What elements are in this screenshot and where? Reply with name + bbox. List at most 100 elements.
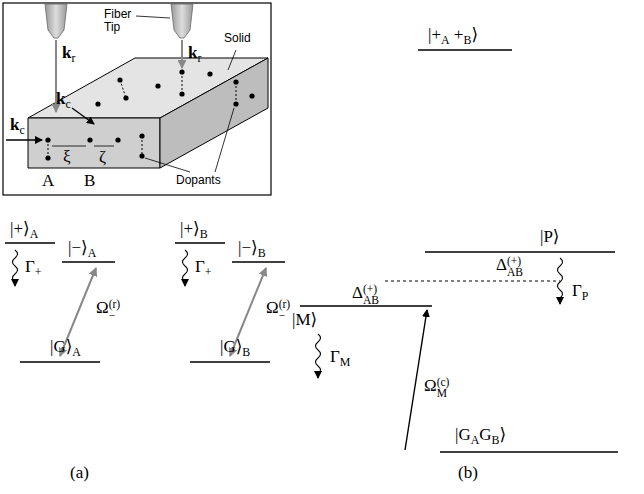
subscript: B bbox=[242, 345, 250, 359]
state-label: |G⟩B bbox=[220, 338, 250, 357]
symbol: |−⟩ bbox=[238, 238, 258, 257]
script-pair: (+)AB bbox=[363, 284, 379, 307]
symbol: Δ bbox=[352, 283, 363, 302]
superscript: (r) bbox=[279, 299, 291, 311]
script-pair: (r)− bbox=[279, 299, 291, 322]
subscript: r bbox=[71, 51, 75, 65]
fiber-tip bbox=[45, 4, 193, 38]
decay-label: Γ+ bbox=[25, 258, 42, 277]
wavevector-label: kr bbox=[188, 44, 201, 63]
symbol: Γ bbox=[330, 347, 340, 366]
symbol: Ω bbox=[266, 298, 279, 317]
state-label: |P⟩ bbox=[540, 228, 560, 247]
subscript: + bbox=[35, 265, 42, 279]
separation-marker bbox=[52, 146, 114, 147]
panel-label: (b) bbox=[458, 464, 478, 483]
site-label: B bbox=[84, 172, 95, 191]
script-pair: (+)AB bbox=[507, 256, 523, 279]
superscript: (+) bbox=[507, 256, 523, 268]
energy-level bbox=[5, 50, 618, 452]
subscript: B bbox=[492, 433, 500, 447]
rabi-label: Ω(r)− bbox=[266, 298, 290, 321]
subscript: + bbox=[205, 265, 212, 279]
leader-line bbox=[136, 16, 236, 172]
subscript: r bbox=[197, 51, 201, 65]
separation-label: ζ bbox=[99, 148, 106, 167]
state-label: |−⟩A bbox=[68, 239, 96, 258]
symbol: k bbox=[188, 43, 197, 62]
control-beam bbox=[6, 108, 94, 140]
decay-arrow bbox=[13, 250, 563, 378]
subscript: M bbox=[340, 355, 351, 369]
decay-label: ΓM bbox=[330, 348, 350, 367]
probe-beam bbox=[56, 40, 182, 112]
detuning-label: Δ(+)AB bbox=[496, 255, 523, 278]
superscript: (r) bbox=[109, 299, 121, 311]
subscript: c bbox=[65, 97, 70, 111]
subscript: A bbox=[471, 433, 480, 447]
subscript: B bbox=[200, 227, 208, 241]
site-label: A bbox=[42, 172, 54, 191]
detuning-label: Δ(+)AB bbox=[352, 283, 379, 306]
script-pair: (c)M bbox=[437, 377, 450, 400]
solid-block bbox=[28, 58, 268, 168]
subscript: M bbox=[437, 388, 450, 400]
symbol: ⟩ bbox=[500, 425, 507, 444]
dopant-link bbox=[48, 72, 236, 158]
symbol: Γ bbox=[572, 281, 582, 300]
panel-label: (a) bbox=[70, 464, 89, 483]
symbol: Γ bbox=[195, 257, 205, 276]
symbol: |G⟩ bbox=[50, 337, 72, 356]
symbol: ⟩ bbox=[471, 25, 478, 44]
dopant-label: Dopants bbox=[176, 174, 221, 187]
wavevector-label: kc bbox=[10, 116, 25, 135]
symbol: Γ bbox=[25, 257, 35, 276]
symbol: |G bbox=[455, 425, 471, 444]
decay-label: Γ+ bbox=[195, 258, 212, 277]
subscript: B bbox=[258, 246, 266, 260]
state-label: |GAGB⟩ bbox=[455, 426, 506, 445]
subscript: − bbox=[109, 310, 121, 322]
symbol: + bbox=[450, 25, 464, 44]
state-label: |−⟩B bbox=[238, 239, 266, 258]
subscript: A bbox=[30, 227, 39, 241]
subscript: c bbox=[19, 123, 24, 137]
symbol: G bbox=[479, 425, 491, 444]
wavevector-label: kc bbox=[56, 90, 71, 109]
state-label: |+A +B⟩ bbox=[428, 26, 478, 45]
symbol: |+ bbox=[428, 25, 441, 44]
symbol: |−⟩ bbox=[68, 238, 88, 257]
state-label: |+⟩A bbox=[10, 220, 38, 239]
symbol: |G⟩ bbox=[220, 337, 242, 356]
subscript: AB bbox=[507, 267, 523, 279]
decay-label: ΓP bbox=[572, 282, 588, 301]
subscript: AB bbox=[363, 295, 379, 307]
rabi-label: Ω(r)− bbox=[96, 298, 120, 321]
control-coupling bbox=[405, 310, 427, 450]
script-pair: (r)− bbox=[109, 299, 121, 322]
symbol: k bbox=[56, 89, 65, 108]
symbol: |+⟩ bbox=[10, 219, 30, 238]
fiber-label: Fiber Tip bbox=[104, 8, 138, 34]
superscript: (c) bbox=[437, 377, 450, 389]
state-label: |+⟩B bbox=[180, 220, 208, 239]
wavevector-label: kr bbox=[62, 44, 75, 63]
symbol: |+⟩ bbox=[180, 219, 200, 238]
symbol: Δ bbox=[496, 255, 507, 274]
symbol: k bbox=[10, 115, 19, 134]
virtual-level bbox=[385, 281, 560, 282]
probe-coupling bbox=[60, 268, 266, 356]
inset-frame bbox=[3, 3, 271, 195]
superscript: (+) bbox=[363, 284, 379, 296]
separation-label: ξ bbox=[63, 148, 71, 167]
state-label: |G⟩A bbox=[50, 338, 81, 357]
symbol: k bbox=[62, 43, 71, 62]
rabi-label: Ω(c)M bbox=[424, 376, 449, 399]
dopant-dot bbox=[45, 69, 254, 160]
subscript: A bbox=[72, 345, 81, 359]
subscript: B bbox=[463, 33, 471, 47]
symbol: Ω bbox=[96, 298, 109, 317]
symbol: Ω bbox=[424, 376, 437, 395]
